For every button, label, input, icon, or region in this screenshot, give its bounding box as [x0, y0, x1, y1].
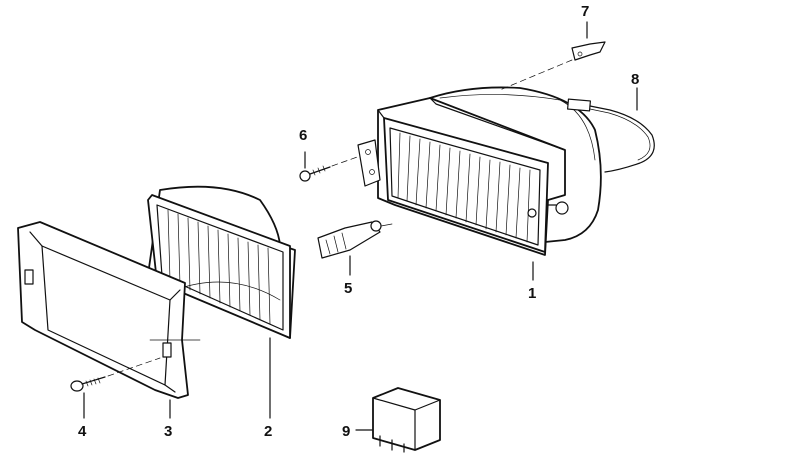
part-5-bulb[interactable]: [317, 220, 393, 276]
callout-3: 3: [164, 423, 172, 440]
callout-9: 9: [342, 423, 350, 440]
callout-2: 2: [264, 423, 272, 440]
callout-6: 6: [299, 127, 307, 144]
part-9-relay[interactable]: [355, 387, 441, 453]
callout-5: 5: [344, 280, 352, 297]
callout-7: 7: [581, 3, 589, 20]
callout-4: 4: [78, 423, 87, 440]
part-8-wiring-harness[interactable]: [567, 87, 655, 173]
callout-8: 8: [631, 71, 639, 88]
part-1-fog-light-housing[interactable]: [377, 86, 602, 281]
part-1-lens-ribs: [397, 132, 531, 243]
part-7-clip[interactable]: [499, 21, 606, 91]
part-6-screw-bracket[interactable]: [299, 139, 381, 187]
part-2-lens-ribs: [167, 209, 271, 325]
part-2-headlamp-lens[interactable]: [147, 185, 296, 419]
part-3-trim-frame[interactable]: [17, 221, 201, 419]
callout-1: 1: [528, 285, 536, 302]
part-4-screw[interactable]: [70, 357, 161, 419]
